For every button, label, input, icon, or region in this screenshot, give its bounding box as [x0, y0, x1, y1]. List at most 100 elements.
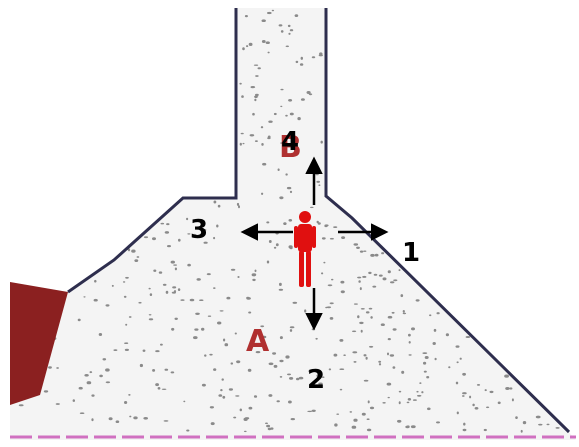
speckle-dot — [143, 350, 146, 352]
speckle-dot — [79, 387, 83, 390]
speckle-dot — [129, 416, 131, 418]
speckle-dot — [279, 360, 283, 362]
speckle-dot — [268, 121, 272, 123]
speckle-dot — [505, 387, 509, 390]
speckle-dot — [175, 318, 178, 320]
speckle-dot — [286, 46, 289, 48]
speckle-dot — [356, 247, 360, 249]
speckle-dot — [158, 387, 161, 390]
speckle-dot — [368, 272, 371, 274]
speckle-dot — [56, 367, 59, 369]
speckle-dot — [363, 251, 366, 252]
speckle-dot — [325, 307, 327, 309]
speckle-dot — [393, 328, 397, 330]
speckle-dot — [423, 362, 426, 365]
speckle-dot — [165, 231, 169, 234]
speckle-dot — [236, 360, 240, 363]
speckle-dot — [84, 374, 88, 377]
speckle-dot — [274, 113, 277, 115]
speckle-dot — [240, 409, 242, 412]
speckle-dot — [272, 10, 274, 12]
speckle-dot — [361, 330, 363, 333]
speckle-dot — [167, 245, 171, 247]
speckle-dot — [178, 239, 181, 242]
speckle-dot — [388, 397, 390, 398]
speckle-dot — [330, 302, 334, 304]
speckle-dot — [173, 264, 177, 265]
speckle-dot — [289, 377, 293, 380]
speckle-dot — [112, 285, 114, 287]
speckle-dot — [235, 395, 239, 396]
speckle-dot — [163, 284, 167, 286]
speckle-dot — [296, 61, 299, 63]
speckle-dot — [318, 222, 321, 224]
speckle-dot — [463, 423, 465, 426]
speckle-dot — [160, 344, 163, 346]
speckle-dot — [378, 361, 381, 363]
speckle-dot — [360, 251, 363, 253]
speckle-dot — [339, 339, 343, 342]
speckle-dot — [164, 420, 169, 422]
speckle-dot — [504, 375, 509, 378]
speckle-dot — [265, 423, 268, 425]
speckle-dot — [44, 390, 48, 392]
speckle-dot — [254, 65, 258, 66]
speckle-dot — [254, 395, 257, 398]
speckle-dot — [231, 362, 234, 364]
direction-label-1: 1 — [402, 238, 420, 268]
speckle-dot — [280, 106, 282, 107]
speckle-dot — [556, 427, 560, 429]
speckle-dot — [469, 396, 471, 399]
speckle-dot — [334, 354, 338, 357]
speckle-dot — [171, 261, 175, 264]
speckle-dot — [362, 413, 366, 416]
speckle-dot — [48, 366, 52, 368]
speckle-dot — [413, 399, 417, 401]
speckle-dot — [262, 163, 266, 166]
speckle-dot — [304, 309, 306, 312]
speckle-dot — [137, 256, 140, 258]
speckle-dot — [401, 371, 404, 374]
speckle-dot — [266, 425, 270, 428]
speckle-dot — [366, 311, 370, 313]
speckle-dot — [521, 430, 523, 433]
speckle-dot — [381, 252, 384, 254]
speckle-dot — [463, 429, 467, 431]
speckle-dot — [477, 384, 480, 386]
speckle-dot — [269, 240, 272, 243]
speckle-dot — [330, 317, 334, 320]
speckle-dot — [301, 98, 305, 101]
speckle-dot — [235, 333, 237, 335]
speckle-dot — [267, 12, 272, 14]
speckle-dot — [425, 356, 429, 359]
speckle-dot — [252, 113, 255, 116]
speckle-dot — [180, 299, 184, 301]
speckle-dot — [388, 270, 391, 273]
speckle-dot — [300, 63, 303, 66]
speckle-dot — [222, 378, 224, 380]
speckle-dot — [328, 284, 333, 286]
speckle-dot — [312, 56, 315, 58]
speckle-dot — [401, 294, 404, 297]
speckle-dot — [268, 394, 272, 397]
speckle-dot — [369, 308, 373, 310]
speckle-dot — [150, 293, 152, 296]
speckle-dot — [279, 196, 283, 199]
speckle-dot — [261, 143, 263, 146]
speckle-dot — [218, 394, 222, 397]
speckle-dot — [290, 191, 292, 193]
direction-label-2: 2 — [307, 365, 325, 395]
speckle-dot — [124, 342, 128, 344]
speckle-dot — [390, 354, 394, 356]
speckle-dot — [285, 173, 287, 175]
speckle-dot — [245, 417, 250, 419]
speckle-dot — [91, 394, 94, 396]
speckle-dot — [94, 280, 96, 283]
speckle-dot — [403, 313, 406, 314]
speckle-dot — [138, 302, 141, 304]
speckle-dot — [255, 75, 259, 77]
speckle-dot — [409, 341, 411, 344]
speckle-dot — [283, 222, 286, 225]
speckle-dot — [222, 396, 225, 399]
